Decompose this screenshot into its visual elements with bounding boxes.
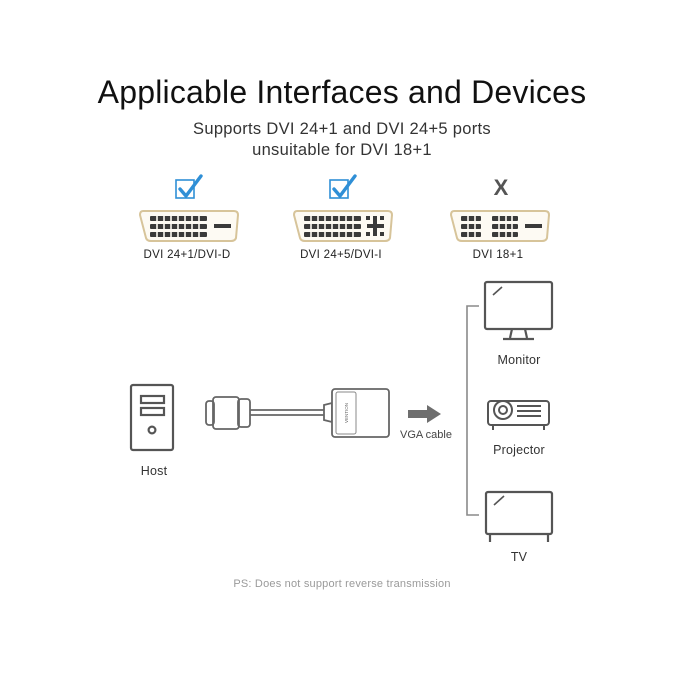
- tv-icon: [484, 490, 554, 542]
- dvi-18-1-connector-icon: [449, 210, 551, 242]
- host-computer-icon: [129, 383, 175, 452]
- subtitle-line-1: Supports DVI 24+1 and DVI 24+5 ports: [193, 120, 491, 138]
- checkmark-icon: [175, 174, 203, 199]
- port-label-dvi-24-5: DVI 24+5/DVI-I: [300, 249, 382, 261]
- projector-icon: [487, 400, 550, 430]
- port-label-dvi-18-1: DVI 18+1: [472, 249, 524, 261]
- dvi-to-vga-adapter: VENTION: [331, 388, 390, 438]
- port-label-dvi-24-1: DVI 24+1/DVI-D: [143, 249, 231, 261]
- dvi-24-5-connector-icon: [292, 210, 394, 242]
- cable-label: VGA cable: [400, 429, 452, 441]
- ps-note: PS: Does not support reverse transmissio…: [233, 578, 451, 590]
- subtitle-line-2: unsuitable for DVI 18+1: [252, 141, 432, 159]
- cross-icon: X: [493, 175, 509, 200]
- page-title: Applicable Interfaces and Devices: [97, 74, 587, 110]
- host-label: Host: [140, 464, 168, 478]
- arrow-right-icon: [408, 405, 441, 423]
- adapter-brand-text: VENTION: [344, 403, 349, 423]
- vga-connector-icon: [205, 396, 333, 430]
- monitor-icon: [483, 280, 554, 341]
- checkmark-icon: [329, 174, 357, 199]
- monitor-label: Monitor: [497, 353, 541, 367]
- tv-label: TV: [510, 550, 528, 564]
- projector-label: Projector: [493, 443, 545, 457]
- dvi-24-1-connector-icon: [138, 210, 240, 242]
- device-bracket: [466, 305, 479, 516]
